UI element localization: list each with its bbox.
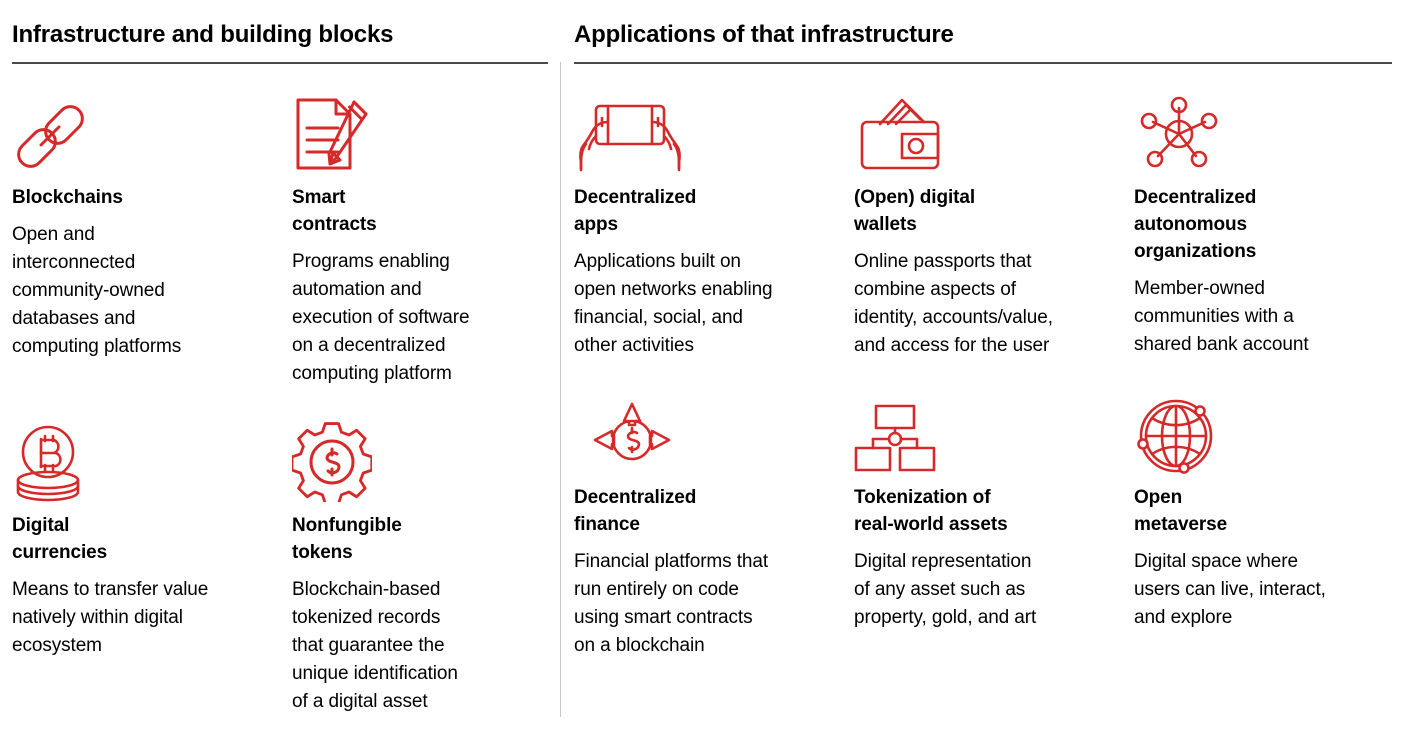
card-title: Decentralized autonomous organizations	[1134, 187, 1257, 262]
card-decentralized-finance: Decentralized finance Financial platform…	[574, 360, 854, 660]
section-vertical-divider	[560, 62, 561, 717]
card-tokenization: Tokenization of real-world assets Digita…	[854, 360, 1134, 660]
section-applications: Applications of that infrastructure	[574, 0, 1392, 740]
card-title: Digital currencies	[12, 515, 108, 563]
network-hub-nodes-icon	[1134, 88, 1368, 174]
card-open-metaverse: Open metaverse Digital space where users…	[1134, 360, 1392, 660]
chain-link-icon	[12, 88, 268, 174]
globe-orbit-icon	[1134, 388, 1368, 474]
card-body: Digital representation of any asset such…	[854, 551, 1037, 628]
card-title: Tokenization of real-world assets	[854, 487, 1008, 535]
section-infrastructure: Infrastructure and building blocks	[12, 0, 548, 740]
card-body: Financial platforms that run entirely on…	[574, 551, 769, 656]
section-title-infrastructure: Infrastructure and building blocks	[12, 21, 394, 48]
card-title: (Open) digital wallets	[854, 187, 976, 235]
card-body: Open and interconnected community-owned …	[12, 224, 182, 357]
card-digital-wallets: (Open) digital wallets Online passports …	[854, 88, 1134, 360]
card-body: Programs enabling automation and executi…	[292, 251, 470, 384]
card-dao: Decentralized autonomous organizations M…	[1134, 88, 1392, 360]
card-title: Decentralized apps	[574, 187, 697, 235]
infrastructure-grid: Blockchains Open and interconnected comm…	[12, 64, 548, 716]
document-pencil-icon	[292, 88, 524, 174]
card-title: Open metaverse	[1134, 487, 1228, 535]
section-rule-applications	[574, 62, 1392, 64]
card-nonfungible-tokens: Nonfungible tokens Blockchain-based toke…	[292, 388, 548, 716]
card-title: Smart contracts	[292, 187, 377, 235]
card-decentralized-apps: Decentralized apps Applications built on…	[574, 88, 854, 360]
section-title-applications: Applications of that infrastructure	[574, 21, 954, 48]
hierarchy-boxes-icon	[854, 388, 1110, 474]
card-blockchains: Blockchains Open and interconnected comm…	[12, 88, 292, 388]
bitcoin-coin-stack-icon	[12, 416, 268, 502]
card-title: Blockchains	[12, 187, 123, 208]
card-body: Means to transfer value natively within …	[12, 579, 209, 656]
applications-grid: Decentralized apps Applications built on…	[574, 64, 1392, 660]
wallet-icon	[854, 88, 1110, 174]
card-body: Blockchain-based tokenized records that …	[292, 579, 458, 712]
card-body: Applications built on open networks enab…	[574, 251, 773, 356]
card-digital-currencies: Digital currencies Means to transfer val…	[12, 388, 292, 716]
section-rule-infrastructure	[12, 62, 548, 64]
card-title: Decentralized finance	[574, 487, 697, 535]
gear-dollar-icon	[292, 416, 524, 502]
card-body: Digital space where users can live, inte…	[1134, 551, 1326, 628]
card-body: Member-owned communities with a shared b…	[1134, 278, 1309, 355]
card-body: Online passports that combine aspects of…	[854, 251, 1053, 356]
card-title: Nonfungible tokens	[292, 515, 402, 563]
card-smart-contracts: Smart contracts Programs enabling automa…	[292, 88, 548, 388]
hands-holding-phone-icon	[574, 88, 830, 174]
dollar-arrows-icon	[574, 388, 830, 474]
